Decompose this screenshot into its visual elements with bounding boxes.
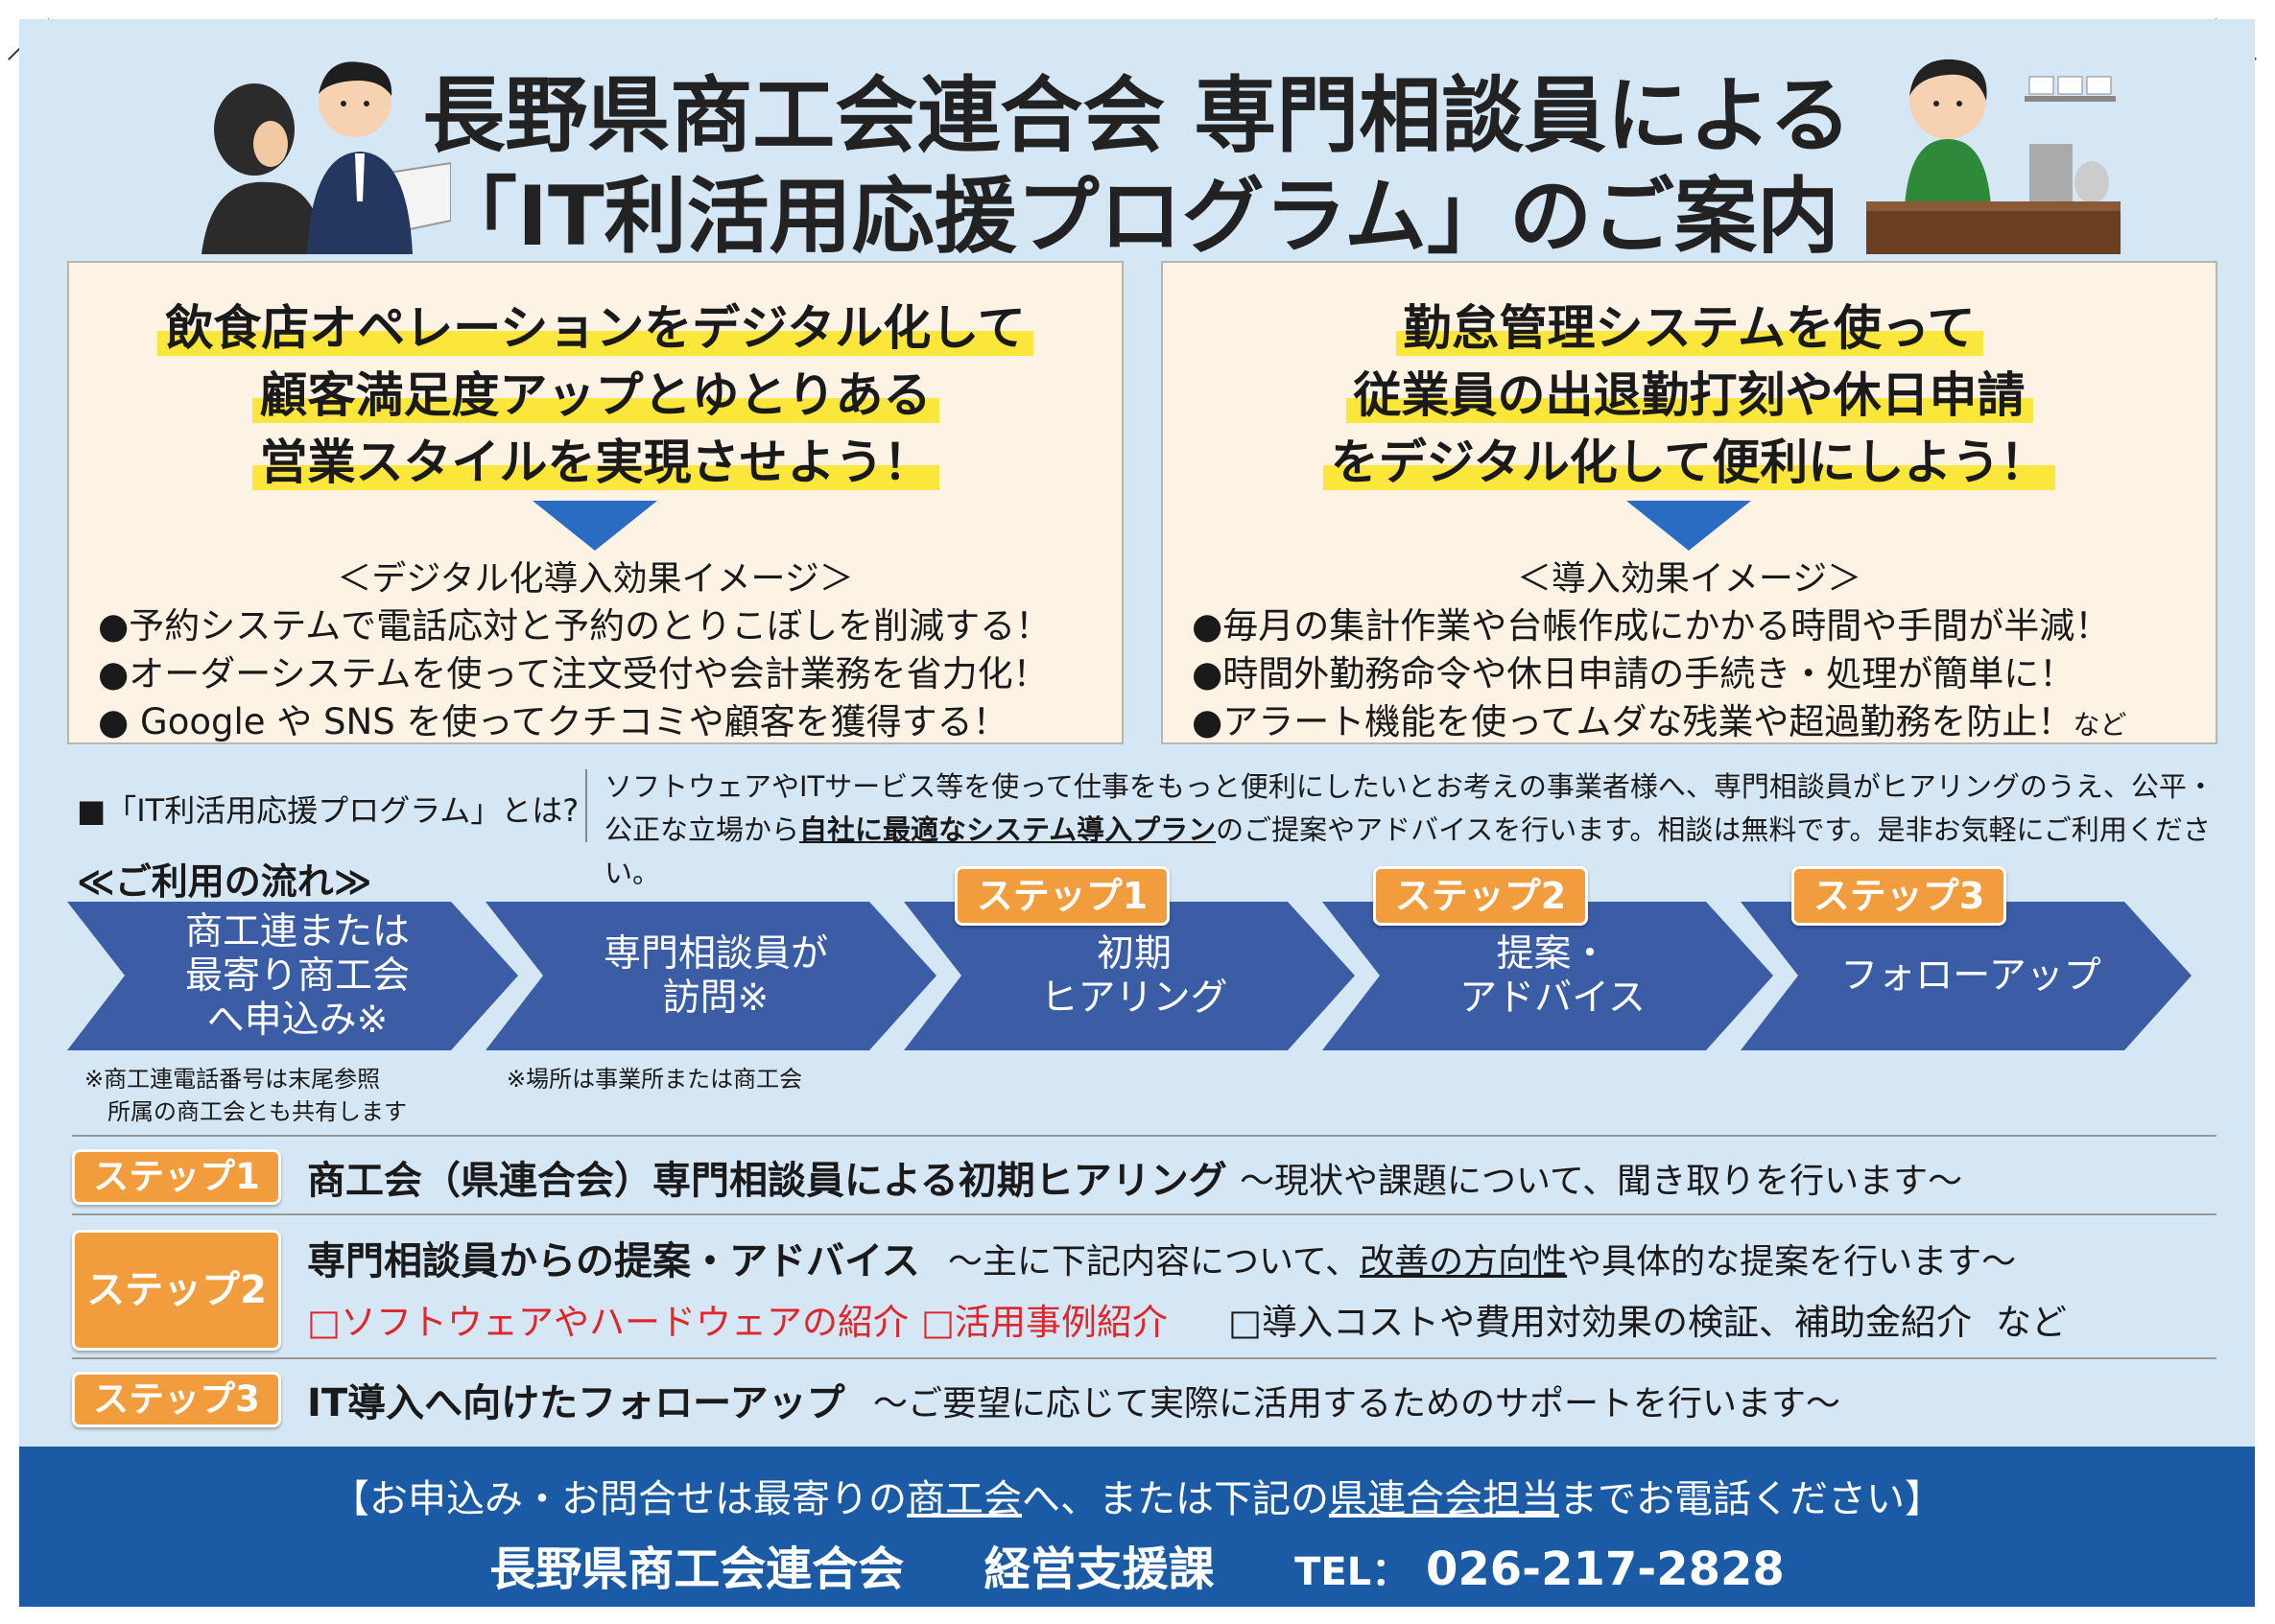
restaurant-headline-3: 営業スタイルを実現させよう！: [69, 424, 1122, 493]
flow-step-followup: フォローアップ: [1840, 953, 2101, 998]
attendance-headline-2: 従業員の出退勤打刻や休日申請: [1163, 357, 2216, 426]
flow-note-2: ※場所は事業所または商工会: [507, 1066, 803, 1093]
program-about-label: ■「IT利活用応援プログラム」とは?: [77, 792, 580, 829]
restaurant-bullet-1: ●予約システムで電話応対と予約のとりこぼしを削減する！: [98, 605, 1052, 647]
page-title-line1: 長野県商工会連合会 専門相談員による: [422, 68, 1852, 164]
phone-number[interactable]: 026-217-2828: [1425, 1542, 1785, 1596]
restaurant-subtitle: ＜デジタル化導入効果イメージ＞: [337, 559, 854, 599]
attendance-bullet-3: ●アラート機能を使ってムダな残業や超過勤務を防止！など: [1192, 701, 2127, 742]
step2-item-cases: □活用事例紹介: [921, 1302, 1168, 1343]
emphasis-text: 自社に最適なシステム導入プラン: [799, 813, 1217, 846]
divider: [72, 1135, 2216, 1137]
attendance-headline-1: 勤怠管理システムを使って: [1163, 290, 2216, 359]
flow-tag-step1: ステップ1: [955, 866, 1170, 926]
page-title-line2: 「IT利活用応援プログラム」のご案内: [434, 169, 1840, 265]
divider: [585, 769, 587, 842]
flow-step-hearing: 初期 ヒアリング: [1040, 931, 1228, 1020]
flow-title: ≪ご利用の流れ≫: [77, 860, 372, 903]
restaurant-bullet-2: ●オーダーシステムを使って注文受付や会計業務を省力化！: [98, 653, 1049, 694]
flow-chevron-2: [486, 902, 936, 1050]
program-about-text: ソフトウェアやITサービス等を使って仕事をもっと便利にしたいとお考えの事業者様へ…: [604, 770, 2215, 889]
flow-step-visit: 専門相談員が 訪問※: [603, 931, 828, 1020]
attendance-box: 勤怠管理システムを使って 従業員の出退勤打刻や休日申請 をデジタル化して便利にし…: [1161, 261, 2217, 744]
flow-step-proposal: 提案・ アドバイス: [1459, 931, 1646, 1020]
attendance-bullet-1: ●毎月の集計作業や台帳作成にかかる時間や手間が半減！: [1192, 605, 2111, 647]
attendance-bullet-2: ●時間外勤務命令や休日申請の手続き・処理が簡単に！: [1192, 653, 2075, 694]
arrow-down-icon: [1626, 501, 1751, 551]
step1-badge: ステップ1: [72, 1149, 281, 1205]
flow-chevron-3: [904, 902, 1355, 1050]
flow-step-apply: 商工連または 最寄り商工会 へ申込み※: [184, 909, 410, 1042]
step3-description: ～ご要望に応じて実際に活用するためのサポートを行います～: [873, 1384, 1841, 1424]
step1-heading: 商工会（県連合会）専門相談員による初期ヒアリング: [307, 1159, 1227, 1203]
step2-item-suffix: など: [1996, 1302, 2067, 1343]
footer-contact: 長野県商工会連合会 経営支援課 TEL： 026-217-2828: [19, 1531, 2255, 1598]
restaurant-bullet-3: ● Google や SNS を使ってクチコミや顧客を獲得する！: [98, 701, 1008, 742]
flow-tag-step2: ステップ2: [1373, 866, 1588, 926]
footer-dept: 経営支援課: [983, 1542, 1215, 1596]
flow-chevron-1: [67, 902, 518, 1050]
restaurant-box: 飲食店オペレーションをデジタル化して 顧客満足度アップとゆとりある 営業スタイル…: [67, 261, 1124, 744]
bullet-suffix: など: [2073, 709, 2127, 741]
contact-footer: 【お申込み・お問合せは最寄りの商工会へ、または下記の県連合会担当までお電話くださ…: [19, 1447, 2255, 1607]
attendance-subtitle: ＜導入効果イメージ＞: [1516, 559, 1862, 599]
flow-chevron-5: [1741, 902, 2192, 1050]
restaurant-headline-2: 顧客満足度アップとゆとりある: [69, 357, 1122, 426]
arrow-down-icon: [533, 501, 657, 551]
flyer-page: 長野県商工会連合会 専門相談員による 「IT利活用応援プログラム」のご案内 飲食…: [19, 19, 2255, 1607]
footer-org: 長野県商工会連合会: [489, 1542, 905, 1596]
step2-badge: ステップ2: [72, 1230, 281, 1351]
cafe-staff-illustration: [1866, 59, 2121, 254]
footer-message: 【お申込み・お問合せは最寄りの商工会へ、または下記の県連合会担当までお電話くださ…: [331, 1477, 1943, 1521]
restaurant-headline-1: 飲食店オペレーションをデジタル化して: [69, 290, 1122, 359]
flow-tag-step3: ステップ3: [1791, 866, 2006, 926]
step2-description: ～主に下記内容について、改善の方向性や具体的な提案を行います～: [948, 1242, 2017, 1282]
step3-heading: IT導入へ向けたフォローアップ: [307, 1381, 845, 1425]
attendance-headline-3: をデジタル化して便利にしよう！: [1163, 424, 2216, 493]
step1-description: ～現状や課題について、聞き取りを行います～: [1240, 1162, 1963, 1201]
consultation-illustration: [201, 61, 451, 254]
divider: [72, 1357, 2216, 1359]
divider: [72, 1213, 2216, 1215]
step2-item-cost: □導入コストや費用対効果の検証、補助金紹介: [1228, 1302, 1972, 1343]
step3-badge: ステップ3: [72, 1372, 281, 1427]
flow-chevron-4: [1322, 902, 1773, 1050]
footer-tel-label: TEL：: [1294, 1550, 1410, 1594]
step2-heading: 専門相談員からの提案・アドバイス: [307, 1239, 920, 1283]
flow-note-1: ※商工連電話番号は末尾参照 所属の商工会とも共有します: [84, 1066, 407, 1125]
step2-item-software: □ソフトウェアやハードウェアの紹介: [307, 1302, 909, 1343]
